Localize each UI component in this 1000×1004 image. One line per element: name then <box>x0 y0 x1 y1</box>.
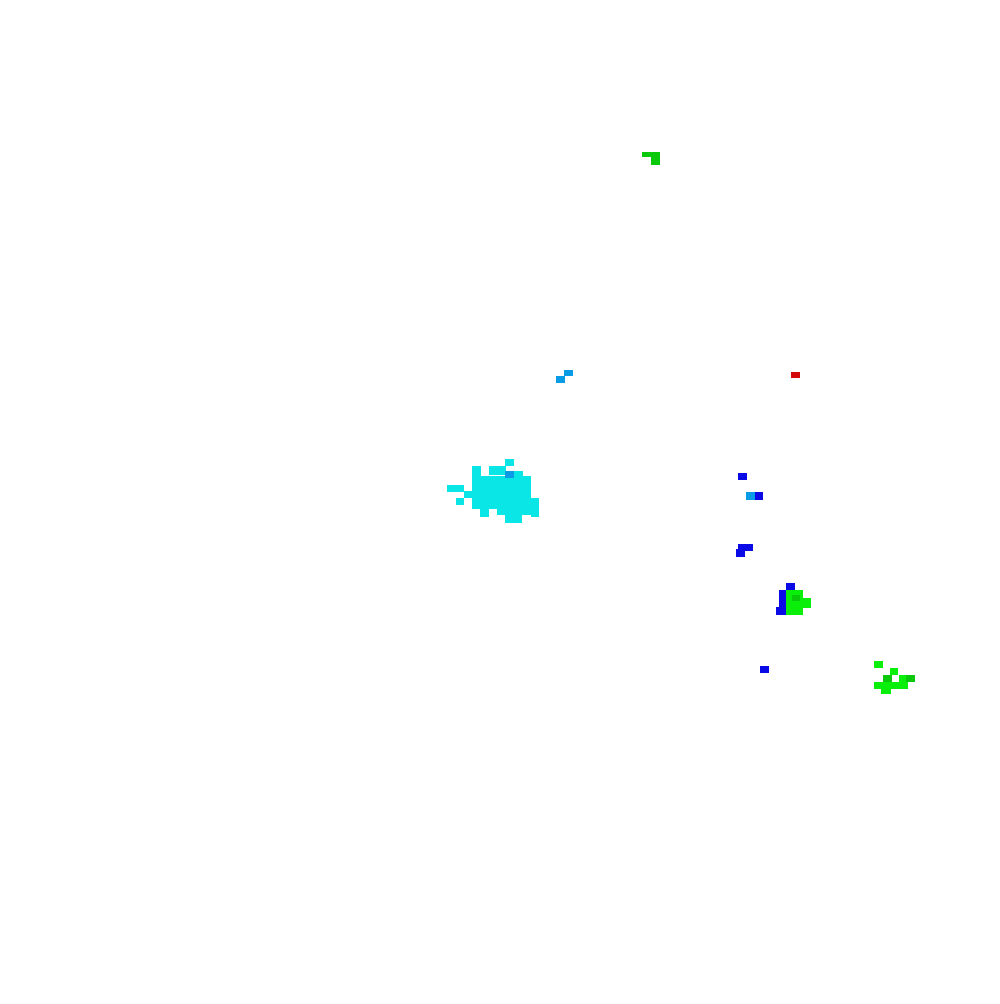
cyan-cluster-pixel-2 <box>489 466 506 475</box>
blue-speck-lower-pixel-0 <box>760 666 769 673</box>
sky-blue-cluster-pixel-1 <box>556 376 565 383</box>
blue-green-cluster-pixel-4 <box>795 598 811 608</box>
cyan-cluster-pixel-4 <box>472 476 531 483</box>
cyan-cluster-pixel-11 <box>497 509 531 515</box>
blue-specks-pixel-2 <box>755 492 763 500</box>
blue-specks-pixel-1 <box>746 492 755 500</box>
red-speck <box>791 372 800 378</box>
blue-green-cluster-pixel-1 <box>779 590 786 612</box>
blue-specks-pixel-0 <box>738 473 747 480</box>
blue-green-cluster <box>776 583 811 615</box>
green-cluster-right-pixel-3 <box>899 675 907 683</box>
cyan-cluster-pixel-9 <box>472 498 539 509</box>
blue-specks <box>736 473 763 557</box>
green-cluster-right-pixel-4 <box>906 675 915 682</box>
sky-blue-cluster <box>556 370 573 383</box>
blue-specks-pixel-4 <box>736 549 745 557</box>
green-cluster-top-pixel-1 <box>651 152 660 165</box>
cyan-cluster-pixel-8 <box>456 498 464 505</box>
blue-green-cluster-pixel-5 <box>792 595 800 601</box>
cyan-cluster-pixel-14 <box>505 471 514 478</box>
cyan-cluster-pixel-0 <box>505 459 514 466</box>
green-cluster-right-pixel-6 <box>881 687 891 694</box>
green-cluster-top-pixel-0 <box>642 152 658 157</box>
green-cluster-right-pixel-2 <box>883 675 892 683</box>
cyan-cluster <box>447 459 539 523</box>
green-cluster-right-pixel-5 <box>874 682 908 689</box>
cyan-cluster-pixel-10 <box>480 509 489 517</box>
green-cluster-right-pixel-1 <box>890 668 898 675</box>
green-cluster-right-pixel-0 <box>874 661 883 668</box>
green-cluster-right <box>874 661 915 694</box>
blue-green-cluster-pixel-0 <box>786 583 795 590</box>
cyan-cluster-pixel-7 <box>464 491 472 498</box>
sky-blue-cluster-pixel-0 <box>564 370 573 376</box>
cyan-cluster-pixel-1 <box>472 466 481 476</box>
blue-green-cluster-pixel-2 <box>776 607 786 615</box>
cyan-cluster-pixel-13 <box>505 515 522 523</box>
red-speck-pixel-0 <box>791 372 800 378</box>
cyan-cluster-pixel-12 <box>531 509 539 517</box>
cyan-cluster-pixel-5 <box>447 485 464 492</box>
cyan-cluster-pixel-6 <box>472 483 531 498</box>
blue-speck-lower <box>760 666 769 673</box>
cyan-cluster-pixel-3 <box>514 471 523 478</box>
blue-specks-pixel-3 <box>738 544 753 551</box>
green-cluster-top <box>642 152 660 165</box>
